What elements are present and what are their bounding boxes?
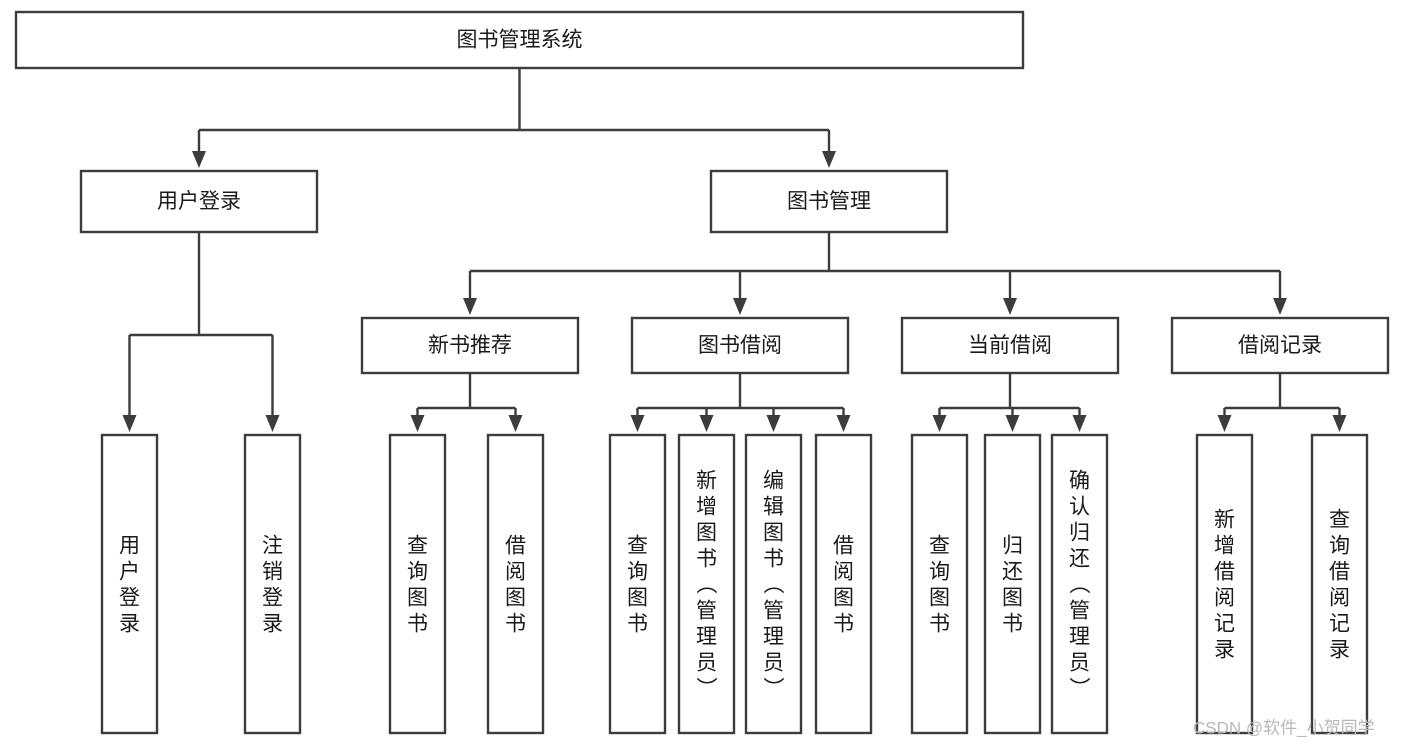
node-leaf-user-login-box (100, 433, 159, 735)
node-leaf-query-books-2-box (608, 433, 667, 735)
node-book-management-box (709, 169, 949, 234)
node-current-borrow-label: 当前借阅 (968, 334, 1052, 357)
node-leaf-return-book-label: 归还图书 (1002, 534, 1023, 635)
node-leaf-user-login[interactable]: 用户登录 (100, 433, 159, 735)
node-leaf-query-record[interactable]: 查询借阅记录 (1310, 433, 1369, 735)
arrow-head-icon (766, 415, 781, 432)
node-leaf-borrow-books-2-label: 借阅图书 (833, 534, 854, 635)
node-borrow-records-box (1170, 316, 1390, 375)
node-leaf-add-record[interactable]: 新增借阅记录 (1195, 433, 1254, 735)
node-leaf-query-books-1[interactable]: 查询图书 (388, 433, 447, 735)
node-leaf-query-books-3[interactable]: 查询图书 (910, 433, 969, 735)
node-new-book-recommend-box (360, 316, 580, 375)
node-root-label: 图书管理系统 (457, 29, 583, 52)
node-layer: 图书管理系统用户登录图书管理新书推荐图书借阅当前借阅借阅记录用户登录注销登录查询… (14, 10, 1390, 735)
node-leaf-query-books-3-label: 查询图书 (929, 534, 950, 635)
arrow-head-icon (1005, 415, 1020, 432)
node-book-borrow[interactable]: 图书借阅 (630, 316, 850, 375)
arrow-head-icon (1217, 415, 1232, 432)
node-leaf-confirm-return-label: 确认归还（管理员） (1069, 469, 1091, 700)
node-leaf-logout[interactable]: 注销登录 (243, 433, 302, 735)
node-leaf-confirm-return[interactable]: 确认归还（管理员） (1050, 433, 1109, 735)
node-current-borrow[interactable]: 当前借阅 (900, 316, 1120, 375)
node-leaf-return-book[interactable]: 归还图书 (983, 433, 1042, 735)
node-leaf-query-books-2[interactable]: 查询图书 (608, 433, 667, 735)
node-borrow-records-label: 借阅记录 (1238, 334, 1322, 357)
node-user-login-box (79, 169, 319, 234)
node-leaf-edit-book-box (744, 433, 803, 735)
arrow-head-icon (630, 415, 645, 432)
watermark-label: CSDN @软件_小贺同学 (1193, 718, 1375, 737)
node-leaf-borrow-books-1-label: 借阅图书 (505, 534, 526, 635)
node-leaf-query-books-1-box (388, 433, 447, 735)
node-new-book-recommend-label: 新书推荐 (428, 334, 512, 357)
node-leaf-query-record-label: 查询借阅记录 (1329, 508, 1350, 661)
node-leaf-add-book-label: 新增图书（管理员） (696, 469, 718, 700)
node-leaf-user-login-label: 用户登录 (119, 534, 140, 635)
node-leaf-edit-book-label: 编辑图书（管理员） (763, 469, 785, 700)
arrow-head-icon (1003, 298, 1017, 315)
arrow-head-icon (265, 415, 280, 432)
node-book-borrow-label: 图书借阅 (698, 334, 782, 357)
node-user-login-label: 用户登录 (157, 190, 241, 213)
node-root[interactable]: 图书管理系统 (14, 10, 1025, 70)
node-leaf-query-books-1-label: 查询图书 (407, 534, 428, 635)
node-leaf-add-book[interactable]: 新增图书（管理员） (677, 433, 736, 735)
node-leaf-add-book-box (677, 433, 736, 735)
node-leaf-query-record-box (1310, 433, 1369, 735)
arrow-head-icon (699, 415, 714, 432)
arrow-head-icon (822, 151, 836, 168)
node-user-login[interactable]: 用户登录 (79, 169, 319, 234)
node-leaf-return-book-box (983, 433, 1042, 735)
node-leaf-confirm-return-box (1050, 433, 1109, 735)
node-borrow-records[interactable]: 借阅记录 (1170, 316, 1390, 375)
arrow-head-icon (122, 415, 137, 432)
node-root-box (14, 10, 1025, 70)
node-book-management-label: 图书管理 (787, 190, 871, 213)
arrow-head-icon (1332, 415, 1347, 432)
arrow-head-icon (463, 298, 477, 315)
node-book-borrow-box (630, 316, 850, 375)
arrow-head-icon (932, 415, 947, 432)
node-leaf-logout-label: 注销登录 (262, 534, 283, 635)
node-leaf-logout-box (243, 433, 302, 735)
node-leaf-query-books-3-box (910, 433, 969, 735)
arrow-head-icon (733, 298, 747, 315)
arrow-head-icon (1273, 298, 1287, 315)
node-leaf-add-record-box (1195, 433, 1254, 735)
node-book-management[interactable]: 图书管理 (709, 169, 949, 234)
node-leaf-borrow-books-1[interactable]: 借阅图书 (486, 433, 545, 735)
node-leaf-borrow-books-2-box (814, 433, 873, 735)
node-leaf-add-record-label: 新增借阅记录 (1214, 508, 1235, 661)
connector-layer (122, 68, 1347, 432)
arrow-head-icon (836, 415, 851, 432)
arrow-head-icon (508, 415, 523, 432)
arrow-head-icon (410, 415, 425, 432)
node-leaf-borrow-books-1-box (486, 433, 545, 735)
node-leaf-edit-book[interactable]: 编辑图书（管理员） (744, 433, 803, 735)
node-new-book-recommend[interactable]: 新书推荐 (360, 316, 580, 375)
arrow-head-icon (192, 151, 206, 168)
node-leaf-query-books-2-label: 查询图书 (627, 534, 648, 635)
node-current-borrow-box (900, 316, 1120, 375)
node-leaf-borrow-books-2[interactable]: 借阅图书 (814, 433, 873, 735)
arrow-head-icon (1072, 415, 1087, 432)
